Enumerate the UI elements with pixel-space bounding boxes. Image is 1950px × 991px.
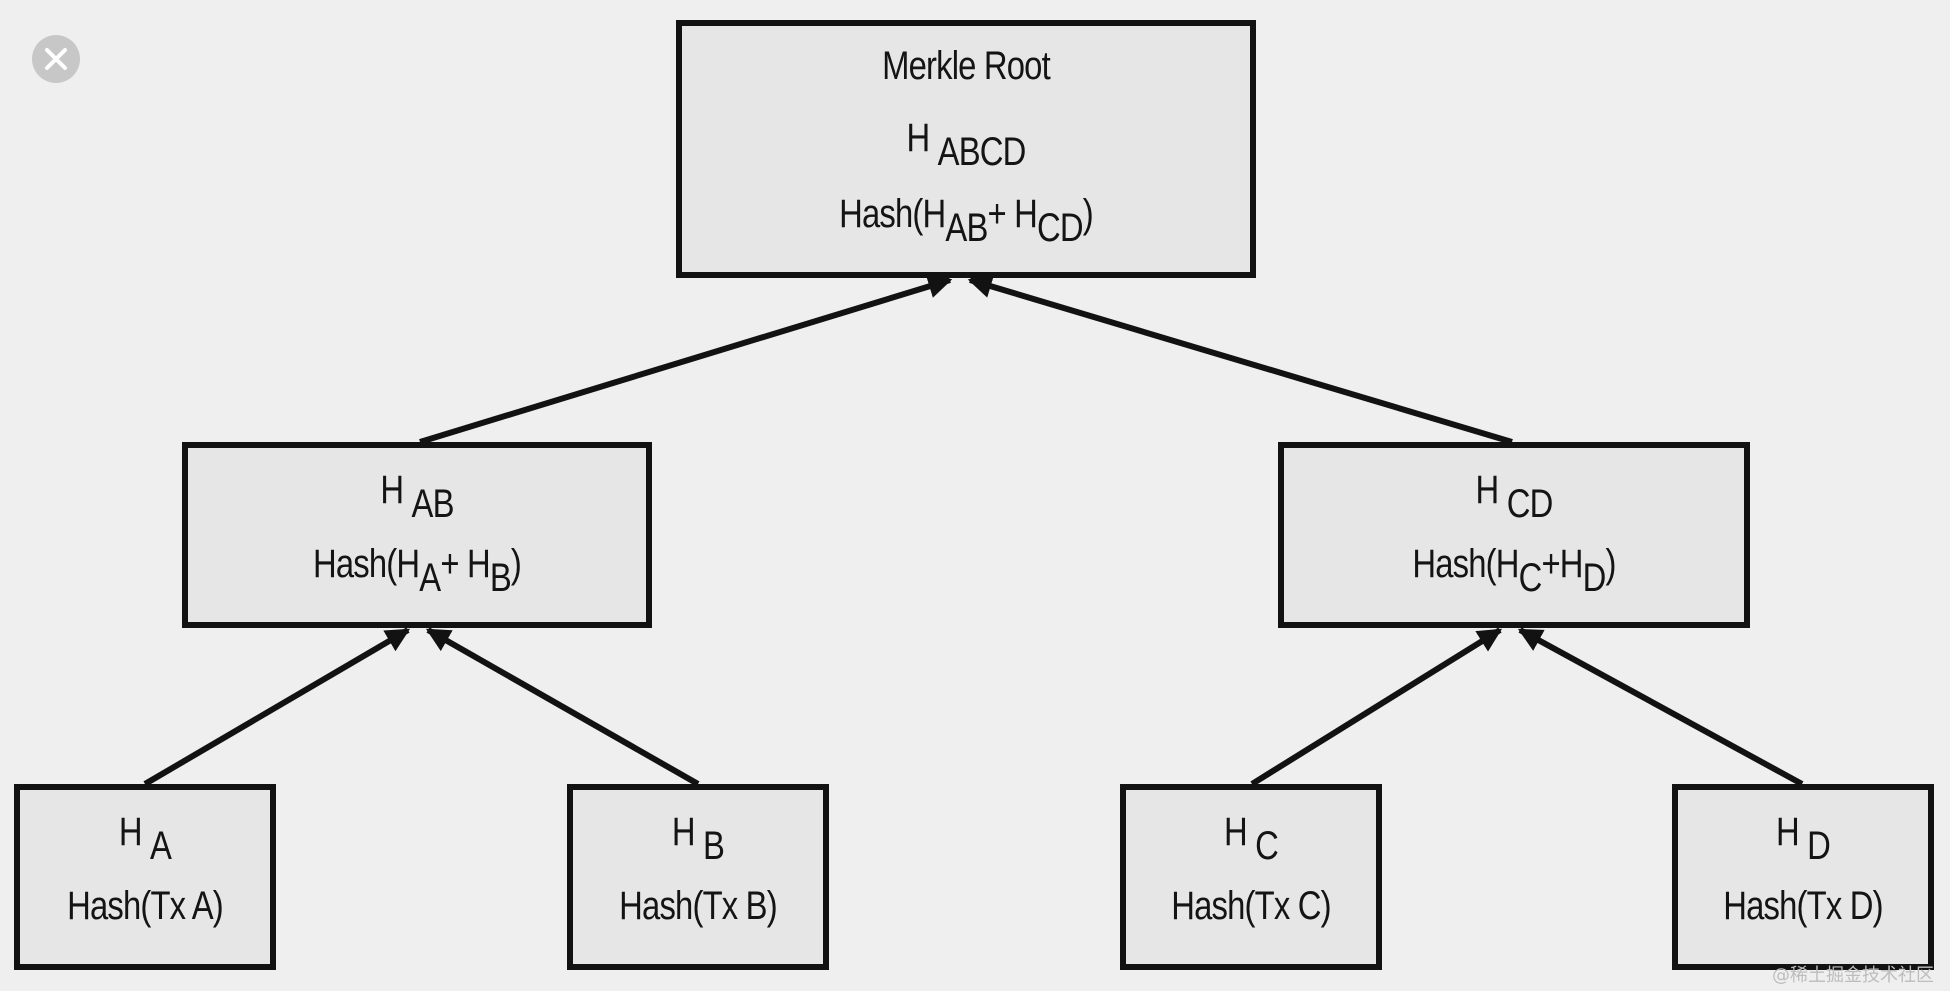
- edge-hc-to-hcd: [1250, 627, 1503, 787]
- hash-a-label: H A: [118, 810, 172, 868]
- hash-cd-node: H CD Hash(HC+HD): [1278, 442, 1750, 628]
- close-button[interactable]: [32, 35, 80, 83]
- hash-ab-node: H AB Hash(HA+ HB): [182, 442, 652, 628]
- root-formula: Hash(HAB+ HCD): [839, 192, 1094, 250]
- hash-c-formula: Hash(Tx C): [1171, 884, 1331, 928]
- root-title: Merkle Root: [882, 44, 1051, 88]
- hash-a-formula: Hash(Tx A): [67, 884, 224, 928]
- hash-ab-label: H AB: [380, 468, 454, 526]
- edge-hd-to-hcd: [1517, 627, 1804, 787]
- hash-b-label: H B: [671, 810, 725, 868]
- hash-d-formula: Hash(Tx D): [1723, 884, 1883, 928]
- hash-ab-formula: Hash(HA+ HB): [313, 542, 522, 600]
- hash-c-label: H C: [1223, 810, 1279, 868]
- edge-hab-to-root: [419, 274, 953, 445]
- edge-hcd-to-root: [967, 274, 1513, 445]
- merkle-root-node: Merkle Root H ABCD Hash(HAB+ HCD): [676, 20, 1256, 278]
- root-hash-label: H ABCD: [906, 116, 1026, 174]
- close-icon: [45, 48, 67, 70]
- hash-cd-formula: Hash(HC+HD): [1412, 542, 1616, 600]
- watermark: @稀土掘金技术社区: [1772, 965, 1934, 986]
- hash-c-leaf: H C Hash(Tx C): [1120, 784, 1382, 970]
- hash-d-leaf: H D Hash(Tx D): [1672, 784, 1934, 970]
- hash-cd-label: H CD: [1475, 468, 1554, 526]
- edge-ha-to-hab: [143, 627, 411, 787]
- hash-d-label: H D: [1775, 810, 1831, 868]
- hash-b-formula: Hash(Tx B): [619, 884, 777, 928]
- hash-b-leaf: H B Hash(Tx B): [567, 784, 829, 970]
- edge-hb-to-hab: [425, 627, 700, 787]
- hash-a-leaf: H A Hash(Tx A): [14, 784, 276, 970]
